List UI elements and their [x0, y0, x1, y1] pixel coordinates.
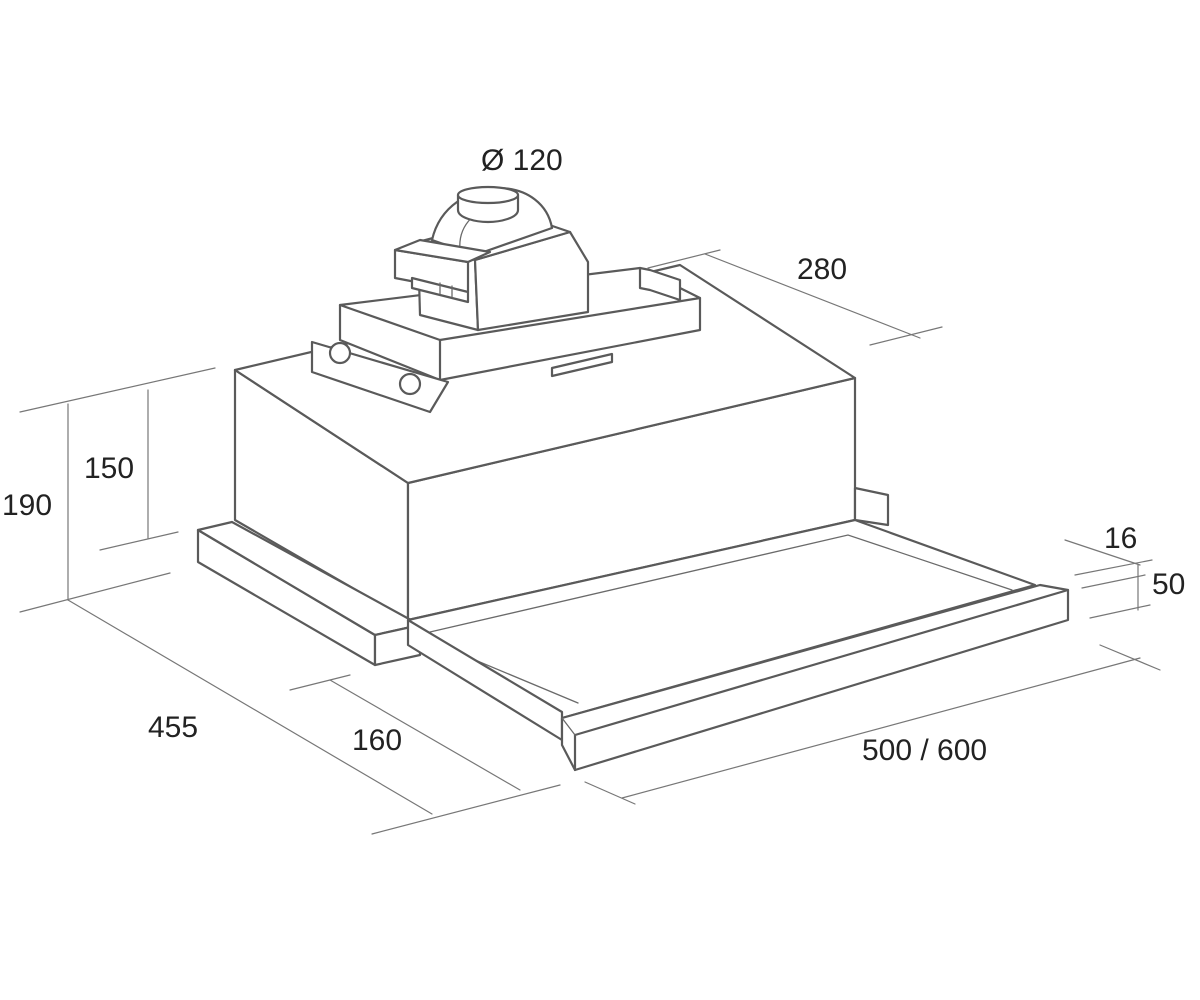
- label-visor-height: 50: [1152, 568, 1185, 601]
- dim-16-ext-top: [1064, 539, 1141, 566]
- dim-width-line: [621, 657, 1141, 799]
- dim-50-ext-top: [1074, 559, 1153, 576]
- dim-width-ext-1: [584, 781, 636, 805]
- dim-190-ext-bottom: [19, 572, 171, 613]
- front-bar-top-edge: [573, 588, 1070, 737]
- dim-50-ext-bottom: [1089, 604, 1151, 619]
- dimension-lines: [19, 249, 1161, 835]
- label-width: 500 / 600: [862, 734, 987, 767]
- dim-455-line: [67, 599, 433, 815]
- label-height-body: 150: [84, 452, 134, 485]
- motor-housing: [310, 185, 702, 414]
- visor-rear-block: [853, 486, 890, 527]
- pull-out-visor: [406, 486, 1070, 772]
- top-slot: [550, 352, 614, 378]
- front-bar-bevel: [561, 717, 576, 736]
- duct-opening-icon: [456, 185, 520, 205]
- dim-150-ext-bottom: [99, 531, 179, 551]
- label-duct-diameter: Ø 120: [481, 144, 563, 177]
- dim-160-ext: [289, 674, 351, 691]
- label-height-total: 190: [2, 489, 52, 522]
- label-depth-total: 455: [148, 711, 198, 744]
- motor-side-block-top: [393, 238, 492, 264]
- dim-280-ext-1: [647, 249, 721, 269]
- dim-455-ext: [371, 784, 561, 835]
- dimension-labels: Ø 120 280 190 150 16 50 455 160 500 / 60…: [2, 144, 1185, 767]
- mount-hole-left-icon: [328, 341, 352, 365]
- tray-inner-edge: [429, 534, 1013, 633]
- dim-160-line: [329, 679, 521, 791]
- dim-width-ext-2: [1099, 644, 1161, 671]
- label-visor-depth: 160: [352, 724, 402, 757]
- front-bar: [560, 583, 1070, 772]
- label-visor-thickness: 16: [1104, 522, 1137, 555]
- label-depth-top: 280: [797, 253, 847, 286]
- dim-16-ext-bottom: [1081, 574, 1146, 589]
- dim-190-ext-top: [19, 367, 216, 413]
- left-rail: [196, 520, 422, 667]
- dim-280-line: [704, 253, 921, 339]
- mount-hole-right-icon: [398, 372, 422, 396]
- rear-top-tab: [638, 266, 682, 302]
- dim-280-ext-2: [869, 326, 943, 346]
